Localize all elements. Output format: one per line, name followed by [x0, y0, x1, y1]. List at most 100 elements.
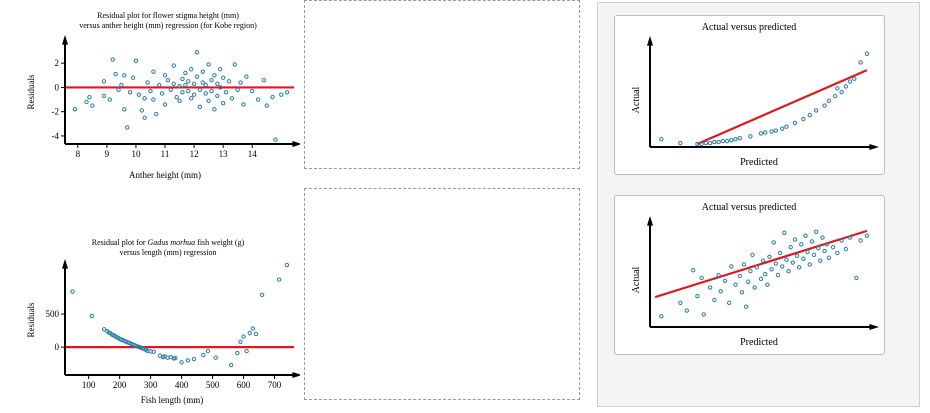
- p2-xtick-label: 200: [113, 380, 127, 390]
- c2-point: [743, 304, 749, 309]
- p1-point: [136, 92, 142, 97]
- p1-point: [171, 63, 176, 68]
- p1-point: [72, 107, 78, 112]
- p1-point: [191, 81, 197, 87]
- card1-ylabel: Actual: [631, 86, 642, 113]
- c1-point: [858, 60, 863, 65]
- c2-point: [722, 278, 728, 284]
- p1-xtick-label: 11: [161, 149, 170, 159]
- p1-ytick-label: 0: [55, 82, 60, 92]
- p1-point: [191, 92, 197, 97]
- c2-point: [839, 238, 844, 243]
- c2-point: [847, 235, 853, 240]
- drop-zone-bottom[interactable]: [304, 188, 580, 400]
- p2-ytick-label: 500: [46, 309, 60, 319]
- p1-point: [270, 94, 275, 100]
- p2-point: [235, 350, 240, 356]
- p1-point: [162, 73, 168, 78]
- p1-ytick-label: -4: [52, 131, 60, 141]
- c2-point: [777, 250, 783, 256]
- c1-point: [659, 137, 664, 142]
- c2-point: [773, 261, 779, 266]
- p1-point: [273, 137, 278, 142]
- c2-point: [820, 235, 825, 240]
- c1-point: [847, 79, 853, 84]
- c1-point: [724, 138, 730, 144]
- plot2-points: [65, 262, 294, 368]
- p1-point: [87, 94, 92, 100]
- c2-point: [701, 312, 706, 317]
- plot2-xlabel: Fish length (mm): [141, 395, 204, 405]
- p1-point: [180, 76, 185, 82]
- plot2-title-pre: Residual plot for: [92, 238, 148, 247]
- p1-point: [218, 67, 223, 72]
- p1-xtick-label: 9: [105, 149, 110, 159]
- plot2-ylabel: Residuals: [26, 302, 36, 337]
- actual-vs-predicted-card-2[interactable]: Actual versus predicted Predicted Actual: [614, 195, 885, 355]
- p1-point: [157, 82, 162, 88]
- card1-points: [659, 51, 870, 147]
- c2-point: [803, 233, 808, 238]
- p1-xtick-label: 13: [219, 149, 229, 159]
- p1-point: [90, 103, 95, 108]
- p1-point: [165, 77, 171, 83]
- c2-point: [695, 293, 700, 299]
- c1-point: [807, 113, 812, 118]
- p2-point: [191, 356, 197, 362]
- p1-point: [209, 77, 214, 83]
- c2-point: [752, 285, 757, 290]
- c1-fit-line: [696, 69, 868, 146]
- p1-point: [186, 88, 191, 94]
- p2-xtick-label: 500: [206, 380, 220, 390]
- c2-point: [796, 265, 802, 270]
- p2-point: [213, 355, 218, 360]
- p2-point: [244, 348, 249, 354]
- c1-point: [773, 128, 779, 133]
- c1-point: [833, 93, 838, 99]
- p1-point: [139, 108, 144, 113]
- p1-point: [154, 111, 159, 117]
- p1-point: [133, 58, 139, 63]
- p2-xtick-label: 700: [268, 380, 282, 390]
- p1-point: [232, 62, 237, 67]
- p2-point: [201, 352, 206, 358]
- c1-point: [780, 126, 785, 131]
- p1-point: [84, 99, 89, 105]
- p1-point: [223, 90, 229, 95]
- p2-point: [89, 313, 94, 319]
- p1-point: [188, 96, 194, 101]
- p1-point: [261, 77, 267, 83]
- p1-point: [142, 96, 147, 101]
- p2-point: [151, 349, 156, 354]
- p1-point: [171, 81, 176, 87]
- c2-point: [748, 269, 753, 274]
- c2-point: [729, 264, 734, 269]
- c2-point: [809, 239, 815, 244]
- c2-point: [811, 252, 817, 258]
- c2-point: [799, 242, 804, 247]
- c2-point: [794, 253, 800, 259]
- p2-ytick-label: 0: [55, 342, 60, 352]
- c2-point: [754, 265, 759, 270]
- c2-point: [707, 285, 713, 290]
- p1-point: [212, 107, 217, 112]
- p2-point: [228, 362, 234, 368]
- c2-point: [678, 300, 683, 306]
- p1-point: [220, 101, 226, 106]
- c1-point: [801, 116, 806, 122]
- c2-point: [771, 240, 776, 245]
- p2-y-arrow: [62, 259, 68, 269]
- c1-point: [769, 129, 774, 134]
- actual-vs-predicted-card-1[interactable]: Actual versus predicted Predicted Actual: [614, 15, 885, 175]
- p2-point: [253, 331, 259, 337]
- p1-point: [107, 97, 112, 102]
- p1-point: [212, 73, 217, 78]
- p1-xtick-label: 10: [131, 149, 141, 159]
- drop-zone-top[interactable]: [304, 0, 580, 169]
- p1-xtick-label: 12: [190, 149, 199, 159]
- c2-point: [818, 258, 823, 263]
- c1-point: [843, 84, 849, 89]
- c2-point: [826, 255, 832, 260]
- p1-point: [177, 84, 182, 89]
